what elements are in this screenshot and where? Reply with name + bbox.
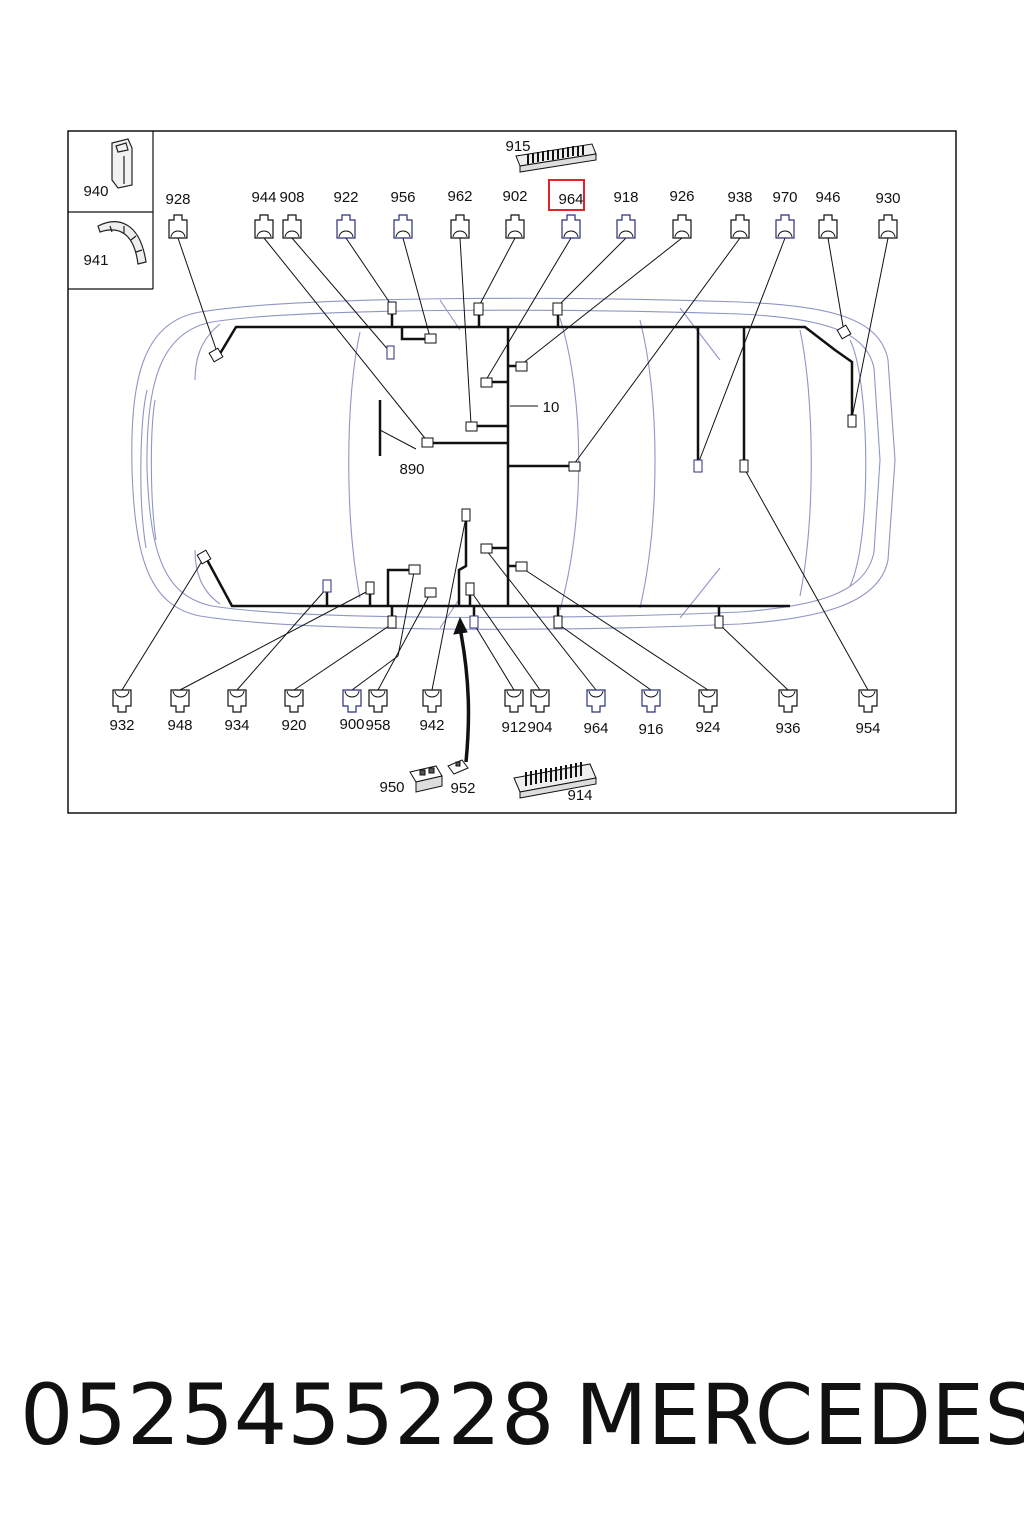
connector-952-icon bbox=[447, 759, 469, 775]
label-940: 940 bbox=[83, 183, 108, 200]
label-bottom-936: 936 bbox=[775, 720, 800, 737]
label-bottom-924: 924 bbox=[695, 719, 720, 736]
label-top-908: 908 bbox=[279, 189, 304, 206]
label-952: 952 bbox=[450, 780, 475, 797]
terminal-top-902 bbox=[505, 214, 525, 239]
terminal-top-922 bbox=[336, 214, 356, 239]
terminal-bottom-942 bbox=[422, 689, 442, 713]
terminal-bottom-912 bbox=[504, 689, 524, 713]
part-940-icon bbox=[111, 138, 133, 189]
strip-connector-914-icon bbox=[513, 762, 597, 799]
label-top-964: 964 bbox=[558, 191, 583, 208]
harness bbox=[203, 306, 854, 622]
terminal-top-908 bbox=[282, 214, 302, 239]
label-915: 915 bbox=[505, 138, 530, 155]
label-950: 950 bbox=[379, 779, 404, 796]
label-bottom-912: 912 bbox=[501, 719, 526, 736]
label-top-928: 928 bbox=[165, 191, 190, 208]
terminal-top-946 bbox=[818, 214, 838, 239]
part-number: 0525455228 bbox=[20, 1366, 555, 1464]
terminal-bottom-916 bbox=[641, 689, 661, 713]
brand-name: MERCEDES bbox=[575, 1366, 1024, 1464]
label-bottom-904: 904 bbox=[527, 719, 552, 736]
label-bottom-964: 964 bbox=[583, 720, 608, 737]
car-outline bbox=[131, 297, 896, 630]
part-941-icon bbox=[97, 221, 147, 265]
label-bottom-934: 934 bbox=[224, 717, 249, 734]
terminal-bottom-904 bbox=[530, 689, 550, 713]
label-top-918: 918 bbox=[613, 189, 638, 206]
terminal-bottom-948 bbox=[170, 689, 190, 713]
terminal-bottom-964 bbox=[586, 689, 606, 713]
terminal-top-956 bbox=[393, 214, 413, 239]
terminal-top-944 bbox=[254, 214, 274, 239]
terminal-bottom-900 bbox=[342, 689, 362, 713]
label-bottom-932: 932 bbox=[109, 717, 134, 734]
label-bottom-954: 954 bbox=[855, 720, 880, 737]
label-914: 914 bbox=[567, 787, 592, 804]
arrow-icon bbox=[458, 627, 471, 763]
terminal-bottom-954 bbox=[858, 689, 878, 713]
label-bottom-948: 948 bbox=[167, 717, 192, 734]
terminal-top-930 bbox=[878, 214, 898, 239]
harness-connectors bbox=[196, 301, 857, 629]
terminal-top-970 bbox=[775, 214, 795, 239]
footer: 0525455228 MERCEDES bbox=[0, 1360, 1024, 1470]
connector-950-icon bbox=[409, 765, 443, 793]
label-top-956: 956 bbox=[390, 189, 415, 206]
label-bottom-916: 916 bbox=[638, 721, 663, 738]
label-top-902: 902 bbox=[502, 188, 527, 205]
label-top-970: 970 bbox=[772, 189, 797, 206]
strip-connector-915-icon bbox=[515, 143, 597, 173]
label-bottom-920: 920 bbox=[281, 717, 306, 734]
terminal-bottom-920 bbox=[284, 689, 304, 713]
label-top-938: 938 bbox=[727, 189, 752, 206]
label-890: 890 bbox=[399, 461, 424, 478]
terminal-bottom-924 bbox=[698, 689, 718, 713]
terminal-bottom-936 bbox=[778, 689, 798, 713]
terminal-top-964 bbox=[561, 214, 581, 239]
highlight-box bbox=[548, 179, 585, 211]
terminal-top-928 bbox=[168, 214, 188, 239]
label-bottom-900: 900 bbox=[339, 716, 364, 733]
label-bottom-942: 942 bbox=[419, 717, 444, 734]
terminal-top-938 bbox=[730, 214, 750, 239]
label-top-944: 944 bbox=[251, 189, 276, 206]
label-10: 10 bbox=[543, 399, 560, 416]
terminal-bottom-932 bbox=[112, 689, 132, 713]
diagram-frame bbox=[67, 130, 957, 814]
label-941: 941 bbox=[83, 252, 108, 269]
label-top-930: 930 bbox=[875, 190, 900, 207]
label-top-946: 946 bbox=[815, 189, 840, 206]
label-bottom-958: 958 bbox=[365, 717, 390, 734]
label-top-922: 922 bbox=[333, 189, 358, 206]
terminal-top-962 bbox=[450, 214, 470, 239]
terminal-bottom-958 bbox=[368, 689, 388, 713]
terminal-top-926 bbox=[672, 214, 692, 239]
leader-lines bbox=[121, 237, 889, 691]
terminal-bottom-934 bbox=[227, 689, 247, 713]
label-top-962: 962 bbox=[447, 188, 472, 205]
label-top-926: 926 bbox=[669, 188, 694, 205]
terminal-top-918 bbox=[616, 214, 636, 239]
